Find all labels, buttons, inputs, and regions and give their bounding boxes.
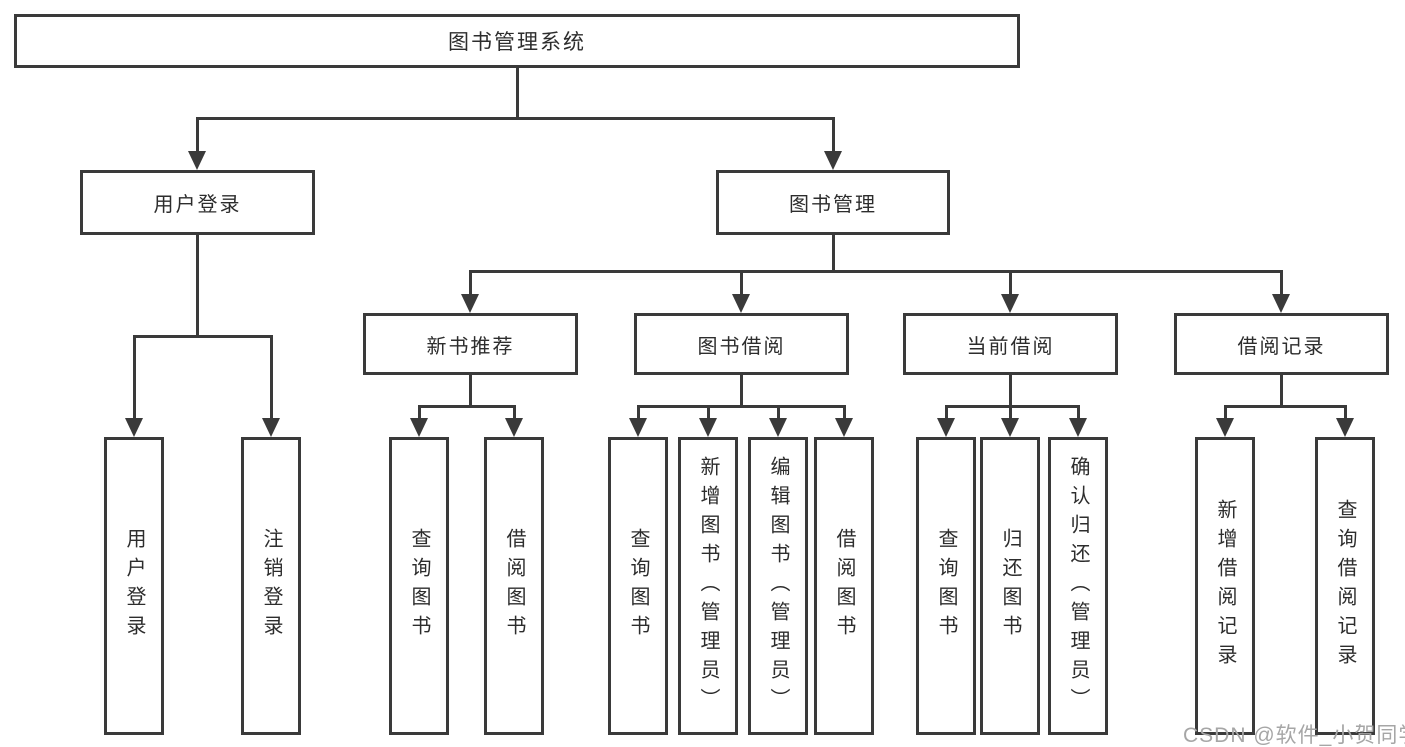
connector-line	[1008, 269, 1012, 301]
leaf-borrow-books: 借阅图书	[814, 437, 874, 735]
connector-line	[739, 269, 743, 301]
arrow-down-icon	[1336, 418, 1354, 437]
node-library-management-system: 图书管理系统	[14, 14, 1020, 68]
leaf-query-borrow-record: 查询借阅记录	[1315, 437, 1375, 735]
connector-line	[636, 404, 846, 408]
leaf-add-books-admin: 新增图书（管理员）	[678, 437, 738, 735]
arrow-down-icon	[699, 418, 717, 437]
arrow-down-icon	[732, 294, 750, 313]
leaf-user-login: 用户登录	[104, 437, 164, 735]
connector-line	[512, 404, 516, 425]
leaf-query-books-current: 查询图书	[916, 437, 976, 735]
connector-line	[515, 66, 519, 120]
csdn-watermark: CSDN @软件_小贺同学	[1183, 724, 1405, 747]
connector-line	[195, 116, 835, 120]
leaf-query-books-recommend: 查询图书	[389, 437, 449, 735]
connector-line	[269, 334, 273, 425]
connector-line	[195, 116, 199, 158]
connector-line	[1223, 404, 1227, 425]
connector-line	[944, 404, 1080, 408]
connector-line	[1343, 404, 1347, 425]
node-current-borrow: 当前借阅	[903, 313, 1118, 375]
connector-line	[1279, 269, 1283, 301]
leaf-query-books-borrow: 查询图书	[608, 437, 668, 735]
connector-line	[831, 116, 835, 158]
connector-line	[468, 269, 472, 301]
node-book-borrow: 图书借阅	[634, 313, 849, 375]
connector-line	[417, 404, 516, 408]
connector-line	[706, 404, 710, 425]
arrow-down-icon	[629, 418, 647, 437]
connector-line	[195, 233, 199, 338]
leaf-return-books: 归还图书	[980, 437, 1040, 735]
arrow-down-icon	[505, 418, 523, 437]
leaf-confirm-return-admin: 确认归还（管理员）	[1048, 437, 1108, 735]
leaf-edit-books-admin: 编辑图书（管理员）	[748, 437, 808, 735]
arrow-down-icon	[410, 418, 428, 437]
connector-line	[468, 269, 1283, 273]
arrow-down-icon	[461, 294, 479, 313]
connector-line	[636, 404, 640, 425]
arrow-down-icon	[1001, 294, 1019, 313]
connector-line	[1223, 404, 1347, 408]
arrow-down-icon	[769, 418, 787, 437]
arrow-down-icon	[125, 418, 143, 437]
connector-line	[1008, 404, 1012, 425]
node-book-management: 图书管理	[716, 170, 950, 235]
connector-line	[831, 233, 835, 273]
arrow-down-icon	[1069, 418, 1087, 437]
connector-line	[132, 334, 273, 338]
connector-line	[944, 404, 948, 425]
connector-line	[739, 373, 743, 408]
arrow-down-icon	[262, 418, 280, 437]
node-new-book-recommend: 新书推荐	[363, 313, 578, 375]
connector-line	[1008, 373, 1012, 408]
leaf-logout: 注销登录	[241, 437, 301, 735]
arrow-down-icon	[188, 151, 206, 170]
leaf-borrow-books-recommend: 借阅图书	[484, 437, 544, 735]
arrow-down-icon	[824, 151, 842, 170]
connector-line	[132, 334, 136, 425]
arrow-down-icon	[1001, 418, 1019, 437]
arrow-down-icon	[937, 418, 955, 437]
arrow-down-icon	[1216, 418, 1234, 437]
connector-line	[1279, 373, 1283, 408]
arrow-down-icon	[1272, 294, 1290, 313]
node-borrow-record: 借阅记录	[1174, 313, 1389, 375]
connector-line	[468, 373, 472, 408]
node-user-login: 用户登录	[80, 170, 315, 235]
connector-line	[417, 404, 421, 425]
leaf-add-borrow-record: 新增借阅记录	[1195, 437, 1255, 735]
connector-line	[776, 404, 780, 425]
connector-line	[1076, 404, 1080, 425]
connector-line	[842, 404, 846, 425]
arrow-down-icon	[835, 418, 853, 437]
